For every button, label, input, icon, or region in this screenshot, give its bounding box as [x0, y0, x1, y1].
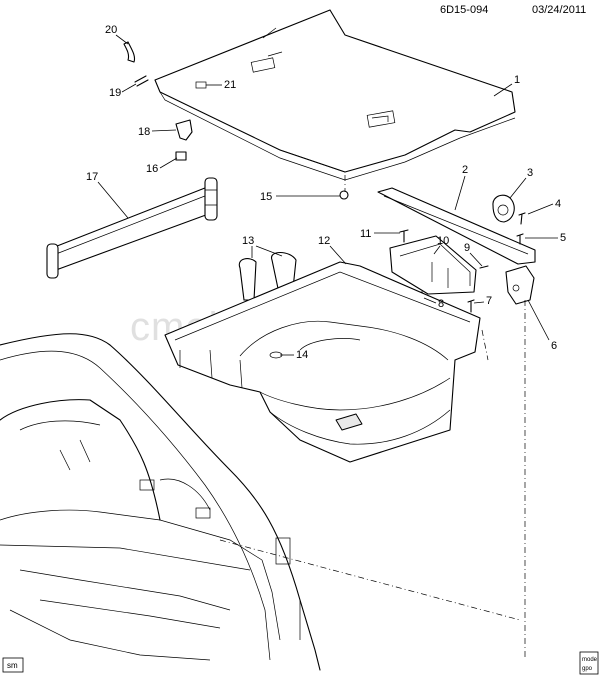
screw-7: [467, 299, 475, 313]
svg-text:3: 3: [527, 167, 533, 179]
bracket-6: [505, 265, 535, 305]
screw-5: [516, 233, 524, 245]
svg-text:10: 10: [437, 235, 449, 247]
push-pin-15: [339, 190, 349, 200]
roller-shade: [46, 177, 218, 279]
gpo-tag: mode gpo: [579, 651, 599, 675]
callout-9: 9: [464, 242, 483, 267]
screw-4: [518, 212, 526, 225]
callout-6: 6: [527, 299, 557, 352]
svg-text:8: 8: [438, 298, 444, 310]
callout-20: 20: [105, 24, 129, 45]
svg-text:2: 2: [462, 164, 468, 176]
rail-2: [377, 187, 536, 265]
svg-text:sm: sm: [7, 661, 18, 670]
callout-11: 11: [360, 228, 400, 240]
bracket-18: [175, 119, 193, 141]
svg-text:14: 14: [296, 349, 308, 361]
callout-18: 18: [138, 126, 177, 138]
diagram-code: 6D15-094: [440, 4, 488, 16]
side-bracket-10: [389, 235, 477, 295]
clip-9: [479, 265, 489, 269]
callout-21: 21: [206, 79, 236, 91]
clip-19: [134, 75, 149, 87]
svg-text:15: 15: [260, 191, 272, 203]
callout-16: 16: [146, 157, 178, 175]
svg-text:11: 11: [360, 228, 371, 240]
vehicle-body: [0, 333, 321, 671]
knob-3: [492, 194, 515, 223]
svg-text:21: 21: [224, 79, 236, 91]
svg-text:18: 18: [138, 126, 150, 138]
hook-20: [123, 41, 136, 63]
callout-10: 10: [433, 235, 449, 255]
callout-13: 13: [242, 235, 283, 258]
callout-1: 1: [493, 74, 520, 97]
svg-text:16: 16: [146, 163, 158, 175]
callout-7: 7: [473, 295, 492, 307]
svg-text:17: 17: [86, 171, 98, 183]
storage-tray-12: [164, 261, 481, 463]
callout-5: 5: [525, 232, 566, 244]
diagram-date: 03/24/2011: [532, 4, 586, 16]
svg-text:6: 6: [551, 340, 557, 352]
cargo-cover-panel: [154, 9, 516, 181]
callout-15: 15: [260, 191, 340, 203]
svg-text:gpo: gpo: [582, 666, 593, 672]
callout-14: 14: [280, 349, 308, 361]
svg-text:7: 7: [486, 295, 492, 307]
svg-text:mode: mode: [582, 657, 598, 663]
svg-text:12: 12: [318, 235, 330, 247]
screw-11: [399, 229, 409, 243]
svg-text:4: 4: [555, 198, 561, 210]
callout-12: 12: [318, 235, 347, 265]
callout-3: 3: [509, 167, 533, 199]
callout-2: 2: [454, 164, 468, 211]
svg-text:9: 9: [464, 242, 470, 254]
guide-line-2: [481, 329, 489, 361]
bushing-16: [175, 151, 187, 161]
svg-text:19: 19: [109, 87, 121, 99]
guide-line-3: [219, 539, 521, 621]
callout-4: 4: [527, 198, 561, 215]
svg-text:20: 20: [105, 24, 117, 36]
svg-text:1: 1: [514, 74, 520, 86]
callout-19: 19: [109, 83, 137, 99]
svg-text:13: 13: [242, 235, 254, 247]
callout-8: 8: [423, 297, 444, 310]
svg-text:5: 5: [560, 232, 566, 244]
callout-17: 17: [86, 171, 129, 219]
sm-tag: sm: [2, 657, 24, 673]
